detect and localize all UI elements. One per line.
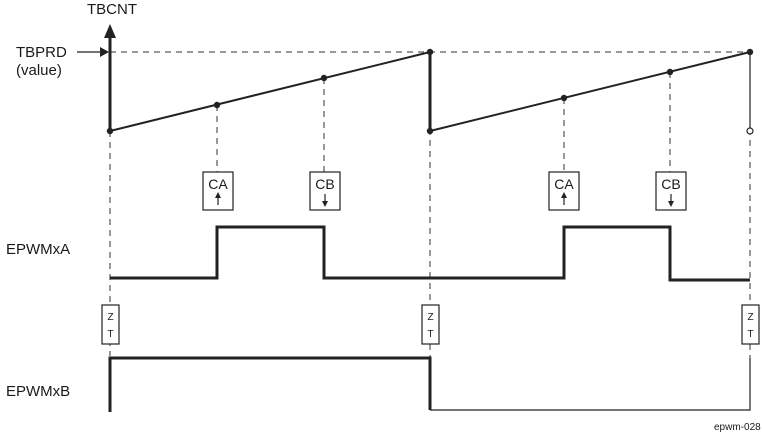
epwmxb-waveform-high bbox=[108, 356, 432, 412]
t-label: T bbox=[427, 329, 433, 340]
ca-compare-point bbox=[560, 94, 568, 102]
z-label: Z bbox=[747, 312, 753, 323]
t-label: T bbox=[107, 329, 113, 340]
period-point bbox=[426, 48, 434, 56]
epwmxb-label: EPWMxB bbox=[6, 383, 70, 400]
up-arrow-icon bbox=[215, 192, 221, 198]
cb-label: CB bbox=[315, 176, 334, 192]
epwmxa-waveform bbox=[110, 225, 750, 282]
ca-label: CA bbox=[208, 176, 228, 192]
tbcnt-ramp-2 bbox=[429, 51, 751, 132]
zt-action-box: Z T bbox=[101, 304, 120, 345]
tbprd-label: TBPRD bbox=[16, 44, 67, 61]
epwmxb-waveform-low bbox=[430, 358, 751, 411]
z-label: Z bbox=[107, 312, 113, 323]
epwmxa-label: EPWMxA bbox=[6, 241, 70, 258]
cb-compare-point bbox=[320, 74, 328, 82]
period-point bbox=[746, 48, 754, 56]
down-arrow-icon bbox=[668, 201, 674, 207]
cb-action-box: CB bbox=[655, 171, 687, 211]
ca-action-box: CA bbox=[548, 171, 580, 211]
ca-label: CA bbox=[554, 176, 574, 192]
down-arrow-icon bbox=[322, 201, 328, 207]
zero-point bbox=[106, 127, 114, 135]
zt-action-box: Z T bbox=[421, 304, 440, 345]
ca-action-box: CA bbox=[202, 171, 234, 211]
tbcnt-axis-arrowhead bbox=[104, 24, 116, 38]
z-label: Z bbox=[427, 312, 433, 323]
zero-point bbox=[426, 127, 434, 135]
up-arrow-icon bbox=[561, 192, 567, 198]
t-label: T bbox=[747, 329, 753, 340]
open-zero-point bbox=[746, 127, 754, 135]
figure-id: epwm-028 bbox=[714, 422, 761, 433]
tbprd-value-label: (value) bbox=[16, 62, 62, 79]
zt-action-box: Z T bbox=[741, 304, 760, 345]
tbcnt-label: TBCNT bbox=[87, 1, 137, 18]
tbprd-arrowhead bbox=[100, 47, 109, 57]
ca-compare-point bbox=[213, 101, 221, 109]
cb-label: CB bbox=[661, 176, 680, 192]
cb-action-box: CB bbox=[309, 171, 341, 211]
tbcnt-ramp-1 bbox=[109, 51, 431, 132]
cb-compare-point bbox=[666, 68, 674, 76]
